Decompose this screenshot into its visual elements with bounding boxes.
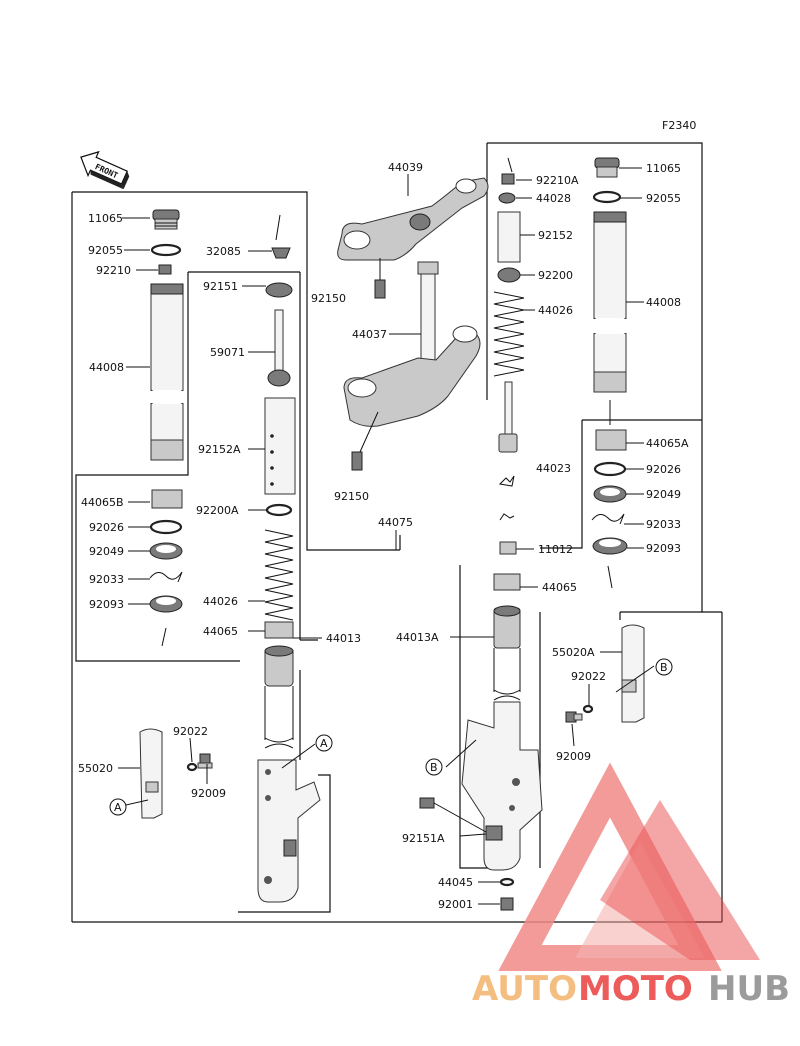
- label-44065-left: 44065: [203, 625, 238, 638]
- bolt-icon-2: [499, 541, 517, 555]
- label-44026-center: 44026: [538, 304, 573, 317]
- slide-bushing-icon: [264, 621, 294, 639]
- ref-circle-a-left: [109, 798, 127, 816]
- drain-bolt-icon: [500, 897, 514, 911]
- left-fork-parts: [139, 209, 321, 903]
- spacer-icon: [264, 397, 296, 495]
- fork-guard-icon-2: [621, 624, 645, 723]
- spring-seat-icon: [265, 282, 293, 298]
- label-92055-left: 92055: [88, 244, 123, 257]
- label-92151a: 92151A: [402, 832, 445, 845]
- damper-rod-icon: [274, 309, 284, 373]
- collar-icon: [271, 247, 291, 259]
- label-11065-right: 11065: [646, 162, 681, 175]
- label-92022-right: 92022: [571, 670, 606, 683]
- slide-bushing-icon-2: [493, 573, 521, 591]
- label-44045: 44045: [438, 876, 473, 889]
- figure-code: F2340: [662, 119, 696, 132]
- label-92150-top: 92150: [311, 292, 346, 305]
- label-44026-left: 44026: [203, 595, 238, 608]
- ref-circle-a-right: [315, 734, 333, 752]
- nut-icon: [158, 264, 172, 275]
- fork-cap-icon-2: [594, 157, 620, 178]
- label-92009-right: 92009: [556, 750, 591, 763]
- label-44013a: 44013A: [396, 631, 439, 644]
- fork-spring-icon: [264, 529, 294, 621]
- label-92049-left: 92049: [89, 545, 124, 558]
- bushing-icon-2: [595, 429, 627, 451]
- ref-a-left: A: [114, 801, 122, 814]
- bushing-icon: [151, 489, 183, 509]
- label-44065b: 44065B: [81, 496, 124, 509]
- ref-a-right: A: [320, 737, 328, 750]
- label-92049-right: 92049: [646, 488, 681, 501]
- part-labels: 11065 92055 92210 32085 92151 59071 4400…: [78, 161, 689, 911]
- label-44039: 44039: [388, 161, 423, 174]
- ref-b-right: B: [660, 661, 668, 674]
- watermark-logo: AUTO MOTO HUB: [472, 762, 790, 1009]
- ref-b-left: B: [430, 761, 438, 774]
- label-92026-left: 92026: [89, 521, 124, 534]
- label-92022-left: 92022: [173, 725, 208, 738]
- label-92055-right: 92055: [646, 192, 681, 205]
- label-59071: 59071: [210, 346, 245, 359]
- o-ring-icon: [150, 243, 182, 257]
- label-92093-right: 92093: [646, 542, 681, 555]
- axle-bolt-icon: [419, 797, 435, 809]
- pinch-bolt-icon: [374, 279, 386, 299]
- nut-icon-2: [501, 173, 515, 185]
- label-44065a: 44065A: [646, 437, 689, 450]
- label-44037: 44037: [352, 328, 387, 341]
- label-92001: 92001: [438, 898, 473, 911]
- label-92150-bottom: 92150: [334, 490, 369, 503]
- damper-rod-icon-2: [504, 381, 513, 437]
- steering-stem-icon: [420, 263, 436, 369]
- label-92026-right: 92026: [646, 463, 681, 476]
- watermark-moto: MOTO: [578, 969, 693, 1009]
- label-44008-left: 44008: [89, 361, 124, 374]
- label-44013: 44013: [326, 632, 361, 645]
- label-92093-left: 92093: [89, 598, 124, 611]
- outer-tube-icon: [257, 645, 321, 903]
- label-44075: 44075: [378, 516, 413, 529]
- watermark-hub: HUB: [708, 969, 790, 1009]
- label-55020a: 55020A: [552, 646, 595, 659]
- label-11065-left: 11065: [88, 212, 123, 225]
- right-inner-parts: [419, 157, 543, 911]
- label-92033-right: 92033: [646, 518, 681, 531]
- washer-icon: [149, 519, 183, 535]
- label-92152a: 92152A: [198, 443, 241, 456]
- label-11012: 11012: [538, 543, 573, 556]
- label-44028: 44028: [536, 192, 571, 205]
- label-44023: 44023: [536, 462, 571, 475]
- label-92151: 92151: [203, 280, 238, 293]
- label-92200: 92200: [538, 269, 573, 282]
- fork-cap-icon: [152, 209, 180, 230]
- right-fork-parts: [565, 157, 645, 723]
- label-55020: 55020: [78, 762, 113, 775]
- label-92210a: 92210A: [536, 174, 579, 187]
- label-92009-left: 92009: [191, 787, 226, 800]
- label-92033-left: 92033: [89, 573, 124, 586]
- outer-tube-icon-2: [461, 605, 543, 871]
- retaining-ring-icon: [149, 571, 183, 583]
- fork-guard-icon: [139, 728, 163, 819]
- ref-circle-b-right: [655, 658, 673, 676]
- label-44008-right: 44008: [646, 296, 681, 309]
- label-92152: 92152: [538, 229, 573, 242]
- label-92210: 92210: [96, 264, 131, 277]
- fork-tube-icon: [150, 283, 184, 461]
- ref-circle-b-left: [425, 758, 443, 776]
- label-32085: 32085: [206, 245, 241, 258]
- watermark-auto: AUTO: [472, 969, 577, 1009]
- label-92200a: 92200A: [196, 504, 239, 517]
- steering-stem-parts: [337, 177, 489, 471]
- leader-lines: [118, 167, 655, 905]
- front-arrow-icon: FRONT: [80, 150, 130, 190]
- label-44065-center: 44065: [542, 581, 577, 594]
- fork-tube-icon-2: [593, 211, 627, 393]
- lower-bracket-icon: [343, 333, 481, 427]
- spacer-icon-2: [497, 211, 521, 263]
